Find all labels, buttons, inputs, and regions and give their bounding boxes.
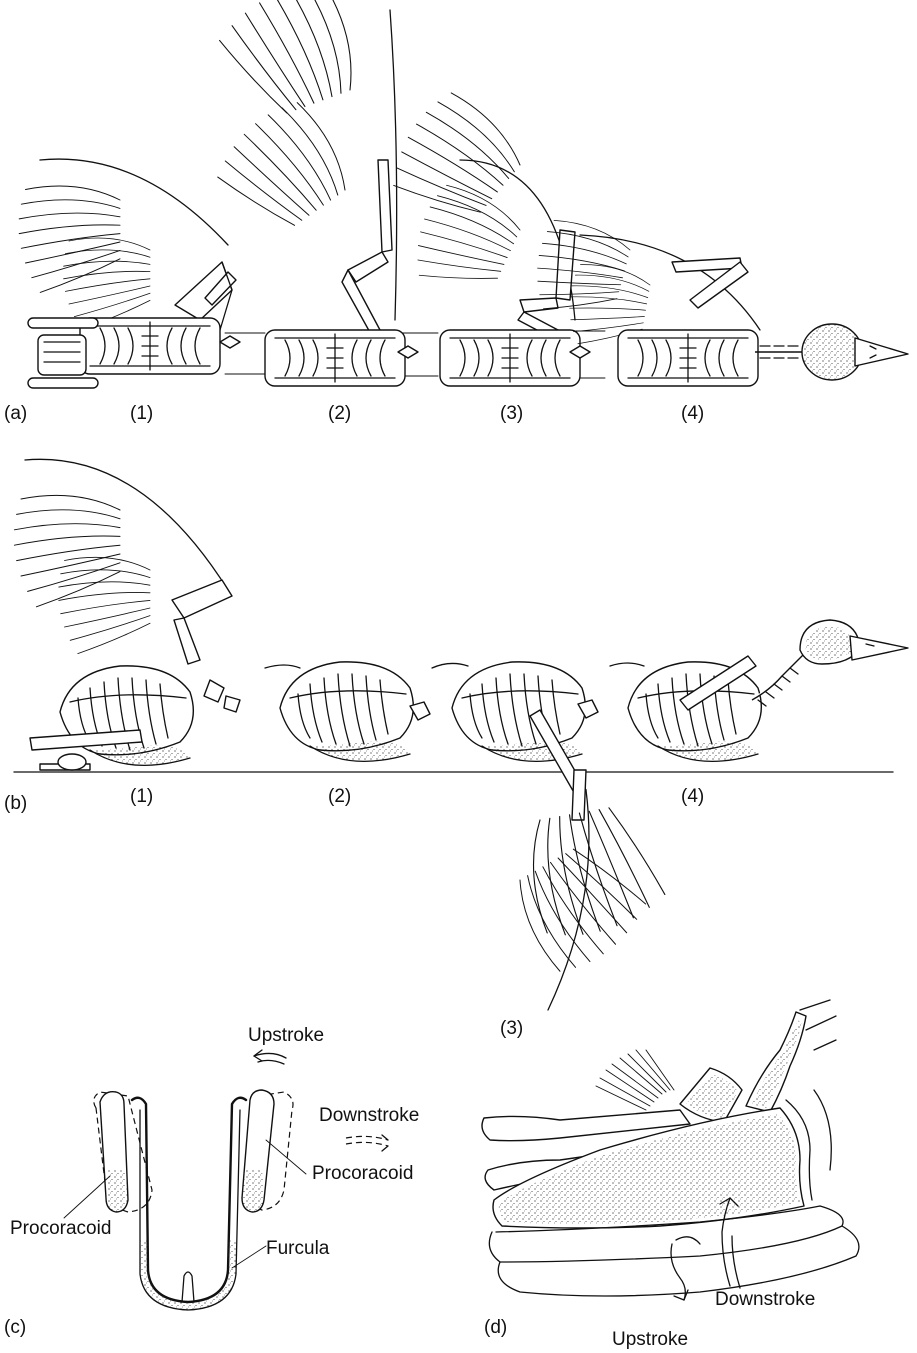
furcula-label: Furcula <box>266 1239 329 1258</box>
a1-skeleton <box>19 159 240 388</box>
panel-c-label: (c) <box>4 1318 26 1337</box>
panel-a-stage-1: (1) <box>130 404 153 423</box>
panel-b-artwork <box>14 459 908 1010</box>
downstroke-label-d: Downstroke <box>715 1290 815 1309</box>
upstroke-curve-arrow-icon <box>671 1244 685 1300</box>
panel-a-stage-4: (4) <box>681 404 704 423</box>
panel-a-stage-2: (2) <box>328 404 351 423</box>
panel-a-artwork <box>19 0 908 388</box>
upstroke-label-c: Upstroke <box>248 1026 324 1045</box>
panel-a-label: (a) <box>4 404 27 423</box>
panel-b-stage-3: (3) <box>500 1019 523 1038</box>
procoracoid-label-left: Procoracoid <box>10 1219 111 1238</box>
downstroke-arrow-icon <box>346 1136 388 1140</box>
b4-skeleton <box>610 620 908 761</box>
a4-skeleton <box>526 216 908 386</box>
b1-skeleton <box>14 459 240 770</box>
upstroke-label-d: Upstroke <box>612 1330 688 1349</box>
a2-skeleton <box>205 0 418 386</box>
panel-b-label: (b) <box>4 794 27 813</box>
panel-b-stage-2: (2) <box>328 787 351 806</box>
procoracoid-label-right: Procoracoid <box>312 1164 413 1183</box>
b2-skeleton <box>265 662 430 761</box>
a3-skeleton <box>377 86 590 386</box>
panel-d-artwork <box>482 1000 859 1300</box>
panel-d-label: (d) <box>484 1318 507 1337</box>
downstroke-label-c: Downstroke <box>319 1106 419 1125</box>
upstroke-arrow-icon <box>254 1053 286 1058</box>
panel-b-stage-4: (4) <box>681 787 704 806</box>
panel-b-stage-1: (1) <box>130 787 153 806</box>
panel-a-stage-3: (3) <box>500 404 523 423</box>
